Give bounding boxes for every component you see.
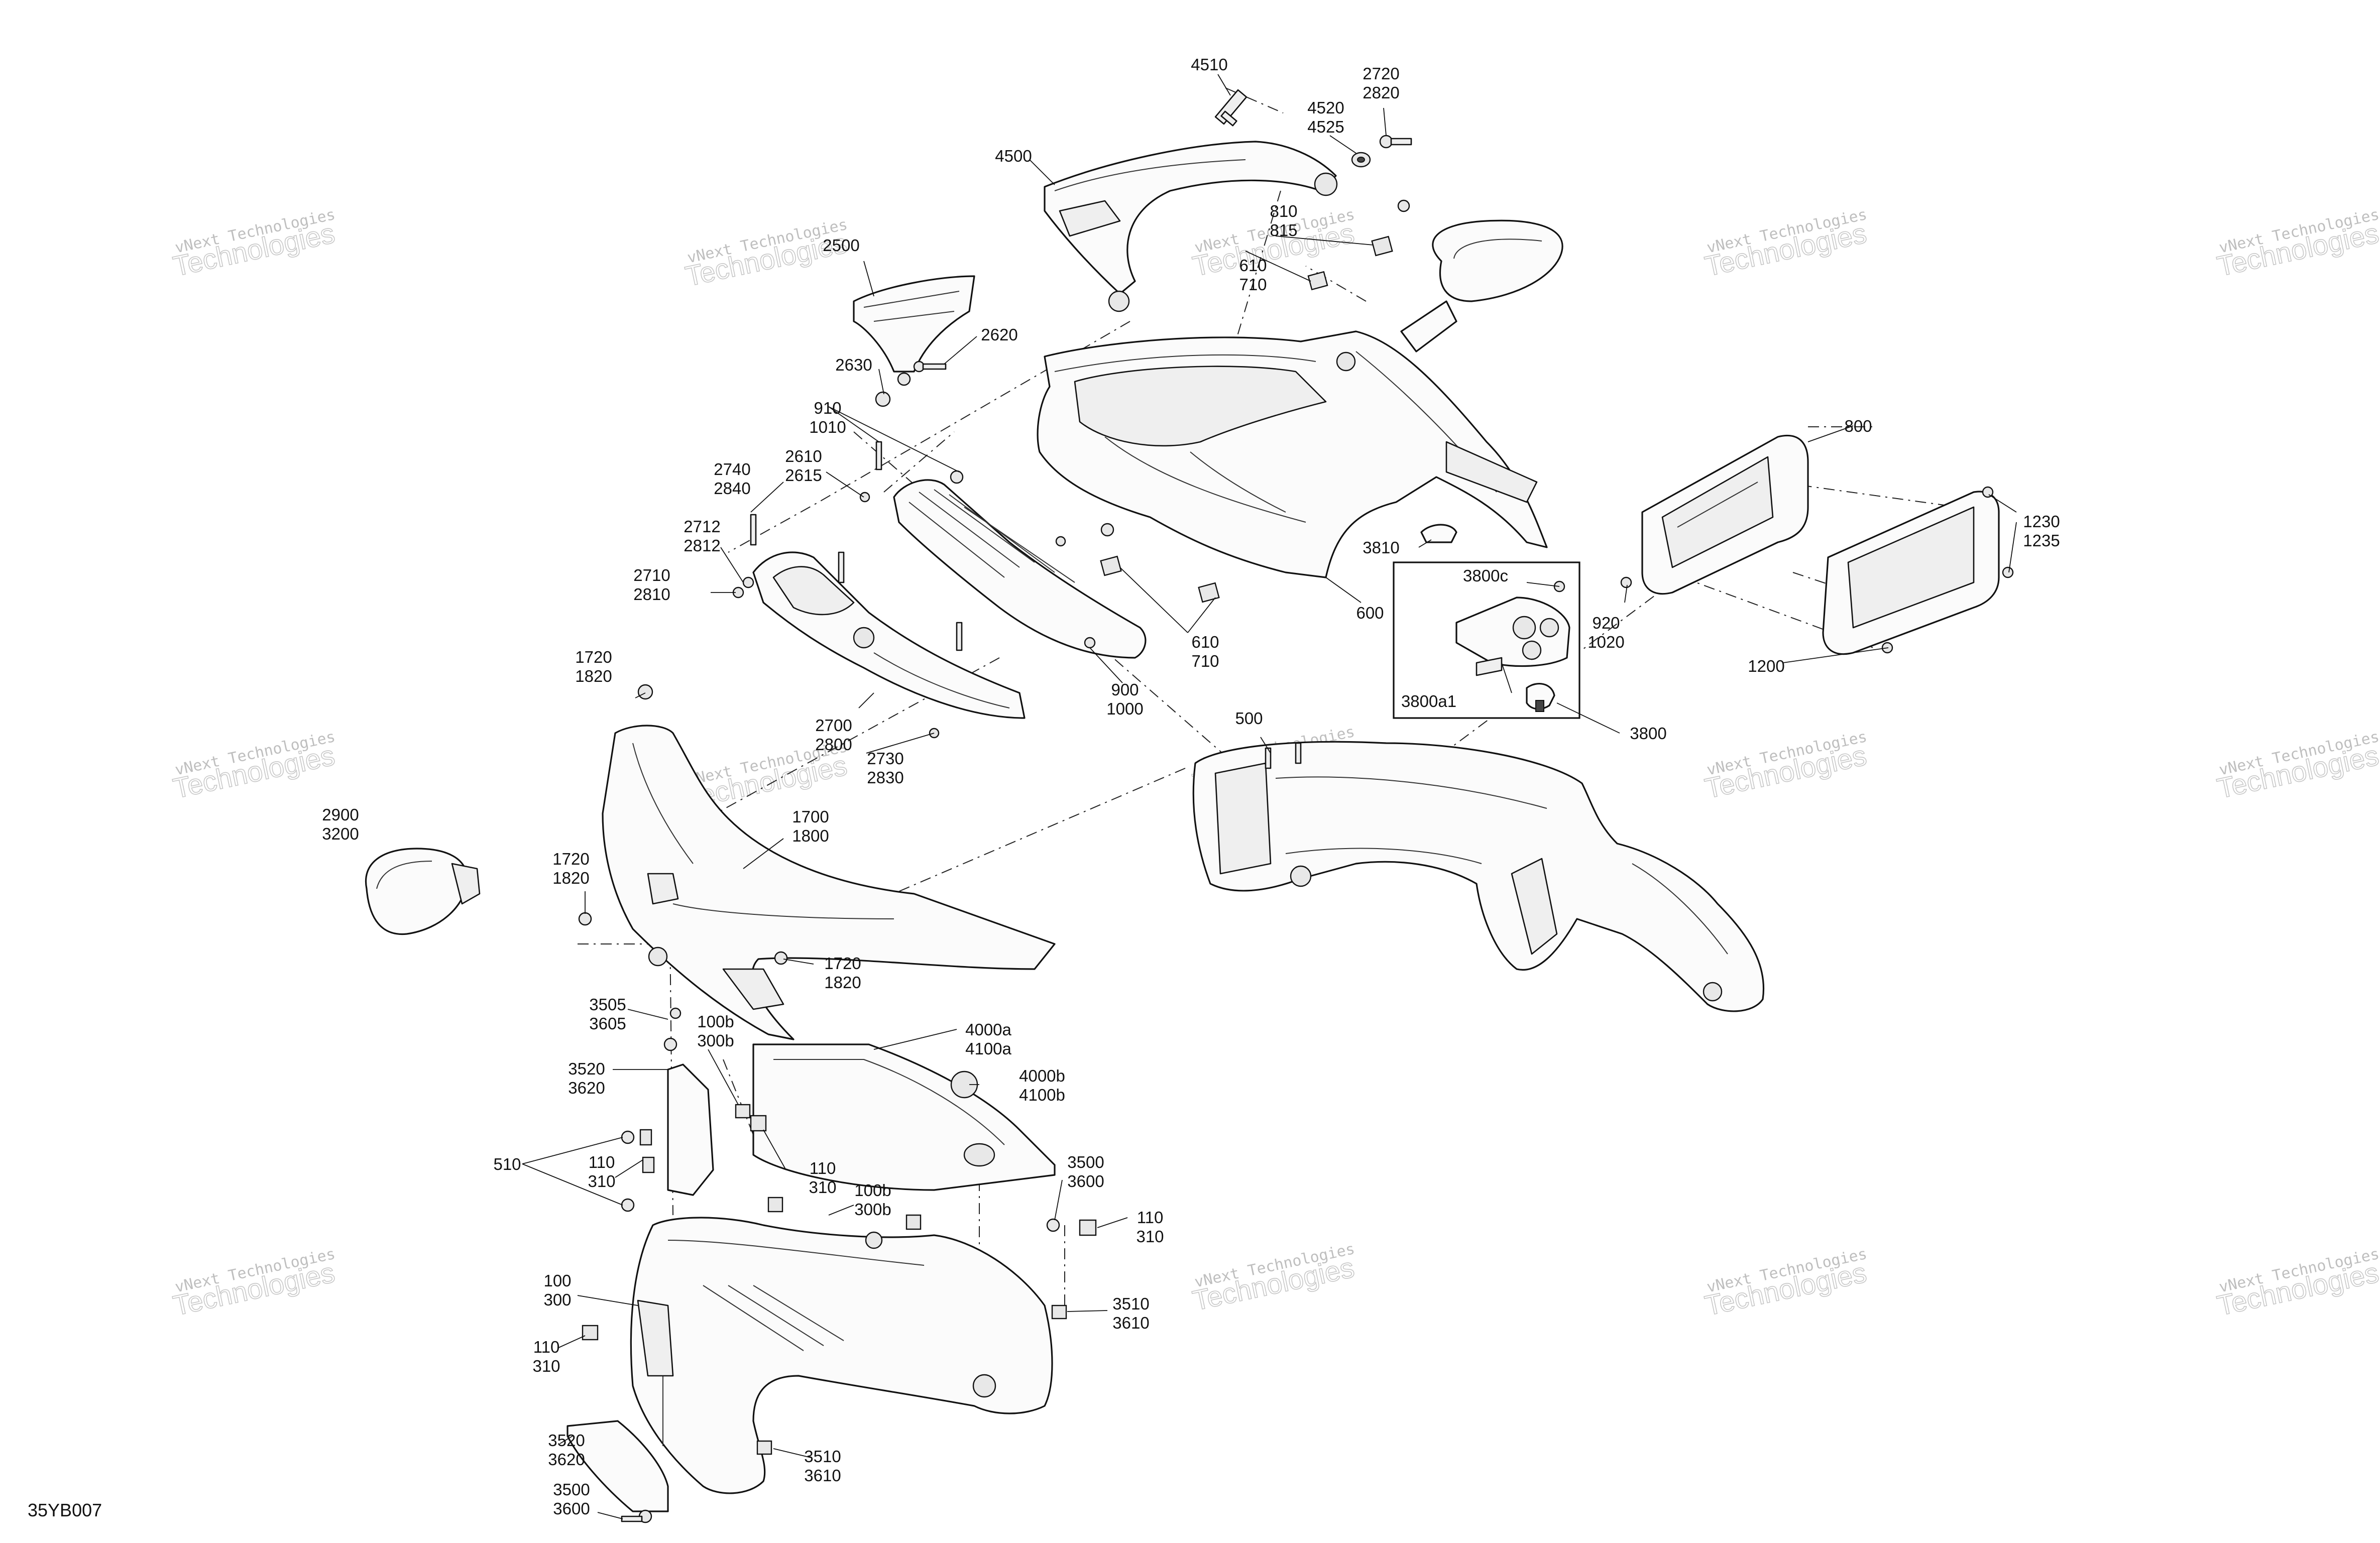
part-panel-4000 bbox=[752, 1043, 1056, 1191]
part-screw-2620 bbox=[913, 361, 947, 373]
part-clip-610-upper bbox=[1307, 271, 1328, 291]
part-button-3810 bbox=[1420, 524, 1457, 543]
callout-800: 800 bbox=[1844, 417, 1872, 435]
part-screws-800-1200 bbox=[1620, 486, 2014, 654]
part-lower-fairing-100 bbox=[630, 1217, 1053, 1494]
callout-2630: 2630 bbox=[835, 355, 872, 374]
part-bracket-2500 bbox=[853, 275, 975, 386]
part-clip-810 bbox=[1371, 235, 1393, 257]
part-screw-2720 bbox=[1379, 135, 1412, 149]
callout-3800a1: 3800a1 bbox=[1401, 692, 1456, 710]
part-pin-4510 bbox=[1214, 89, 1248, 127]
part-panel-2700 bbox=[752, 551, 1026, 719]
callout-2620: 2620 bbox=[981, 325, 1017, 344]
part-fairing-1700 bbox=[578, 684, 1056, 1040]
leader-lines bbox=[522, 74, 2017, 1519]
callout-510: 510 bbox=[493, 1155, 521, 1173]
callout-4500: 4500 bbox=[995, 147, 1032, 165]
callout-3800c: 3800c bbox=[1463, 566, 1508, 585]
diagram-code: 35YB007 bbox=[28, 1500, 102, 1520]
part-mirror-left bbox=[365, 848, 481, 935]
part-display-800 bbox=[1641, 434, 1809, 595]
callout-1200: 1200 bbox=[1748, 657, 1784, 675]
part-frame-500 bbox=[1192, 741, 1765, 1012]
callout-4510: 4510 bbox=[1191, 55, 1227, 74]
callout-3800: 3800 bbox=[1630, 724, 1666, 743]
part-screw-810 bbox=[1397, 199, 1410, 212]
callout-2500: 2500 bbox=[823, 236, 859, 255]
callout-600: 600 bbox=[1356, 604, 1384, 622]
part-mirror-right bbox=[1400, 219, 1563, 352]
part-visor-4500 bbox=[1044, 141, 1338, 312]
part-fairing-600 bbox=[1037, 330, 1548, 578]
part-clip-610-lower bbox=[1100, 555, 1220, 603]
part-clips-110 bbox=[582, 1104, 1097, 1455]
callout-3810: 3810 bbox=[1363, 538, 1399, 557]
part-washer-4520 bbox=[1351, 152, 1371, 168]
part-nut-2630 bbox=[875, 391, 891, 407]
part-detail-box-3800 bbox=[1393, 561, 1580, 719]
callout-500: 500 bbox=[1235, 709, 1263, 728]
part-nuts-510 bbox=[621, 1007, 1060, 1523]
part-bracket-3520 bbox=[566, 1063, 714, 1512]
part-trim-900 bbox=[893, 470, 1147, 659]
part-bezel-1200 bbox=[1822, 491, 2000, 655]
